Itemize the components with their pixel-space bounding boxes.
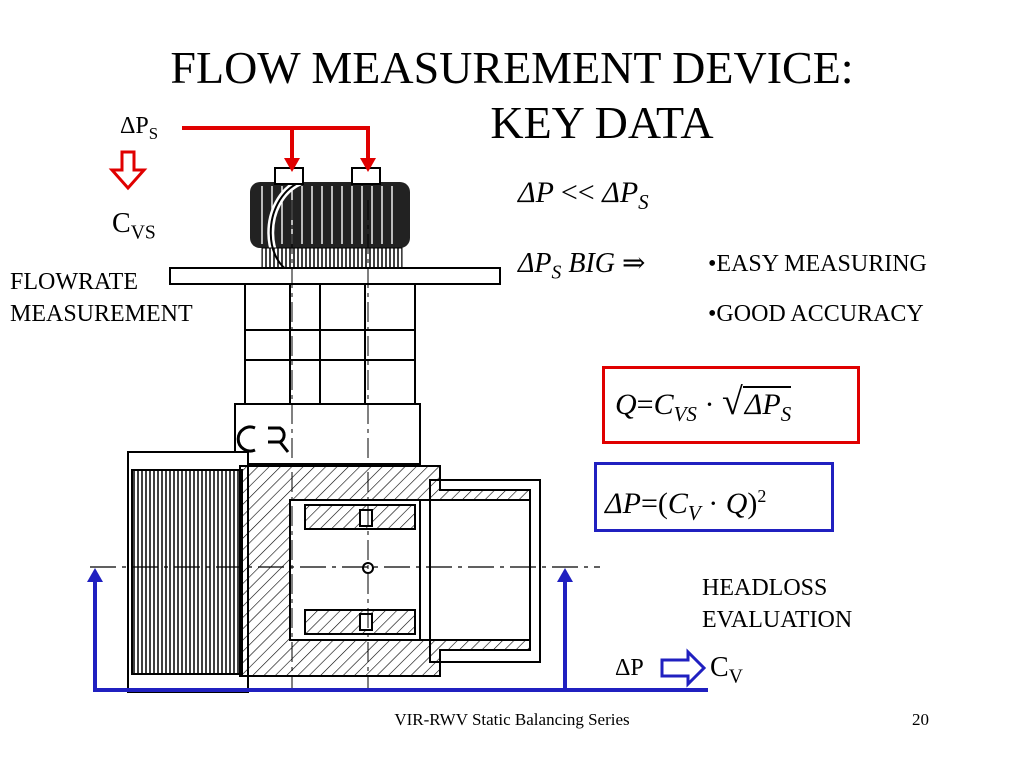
- equation-dp-much-less: ΔP << ΔPS: [518, 176, 649, 214]
- bottom-cv-label: CV: [710, 652, 743, 688]
- valve-body: [127, 451, 541, 693]
- headloss-line2: EVALUATION: [702, 607, 853, 633]
- slide-title-line2: KEY DATA: [490, 97, 714, 148]
- flowrate-line2: MEASUREMENT: [10, 301, 193, 327]
- equation-dps-big: ΔPS BIG ⇒: [518, 248, 646, 284]
- right-arrow-icon: [660, 648, 707, 688]
- bottom-dp-label: ΔP: [615, 655, 644, 681]
- footer-text: VIR-RWV Static Balancing Series: [394, 710, 630, 729]
- red-arrowhead-left: [284, 158, 300, 172]
- formula-flowrate: Q=CVS · √ΔPS: [615, 381, 792, 426]
- formula-flowrate-box: Q=CVS · √ΔPS: [602, 366, 860, 444]
- cvs-label: CVS: [112, 208, 156, 244]
- page-number: 20: [912, 710, 929, 729]
- bullet-good-accuracy: •GOOD ACCURACY: [708, 301, 924, 327]
- dps-label: ΔPS: [120, 113, 159, 143]
- blue-arrowhead-right: [557, 568, 573, 582]
- bullet-easy-measuring: •EASY MEASURING: [708, 251, 927, 277]
- mounting-plate: [169, 267, 501, 285]
- blue-tapping-lines: [93, 580, 708, 692]
- blue-arrowhead-left: [87, 568, 103, 582]
- down-arrow-icon: [108, 150, 148, 191]
- bonnet: [234, 283, 421, 465]
- knob: [250, 167, 410, 279]
- slide-title-line1: FLOW MEASUREMENT DEVICE:: [170, 42, 854, 93]
- red-tapping-lines: [182, 126, 370, 160]
- flowrate-line1: FLOWRATE: [10, 269, 138, 295]
- formula-headloss: ΔP=(CV · Q)2: [605, 486, 767, 525]
- formula-headloss-box: ΔP=(CV · Q)2: [594, 462, 834, 532]
- red-arrowhead-right: [360, 158, 376, 172]
- headloss-line1: HEADLOSS: [702, 575, 828, 601]
